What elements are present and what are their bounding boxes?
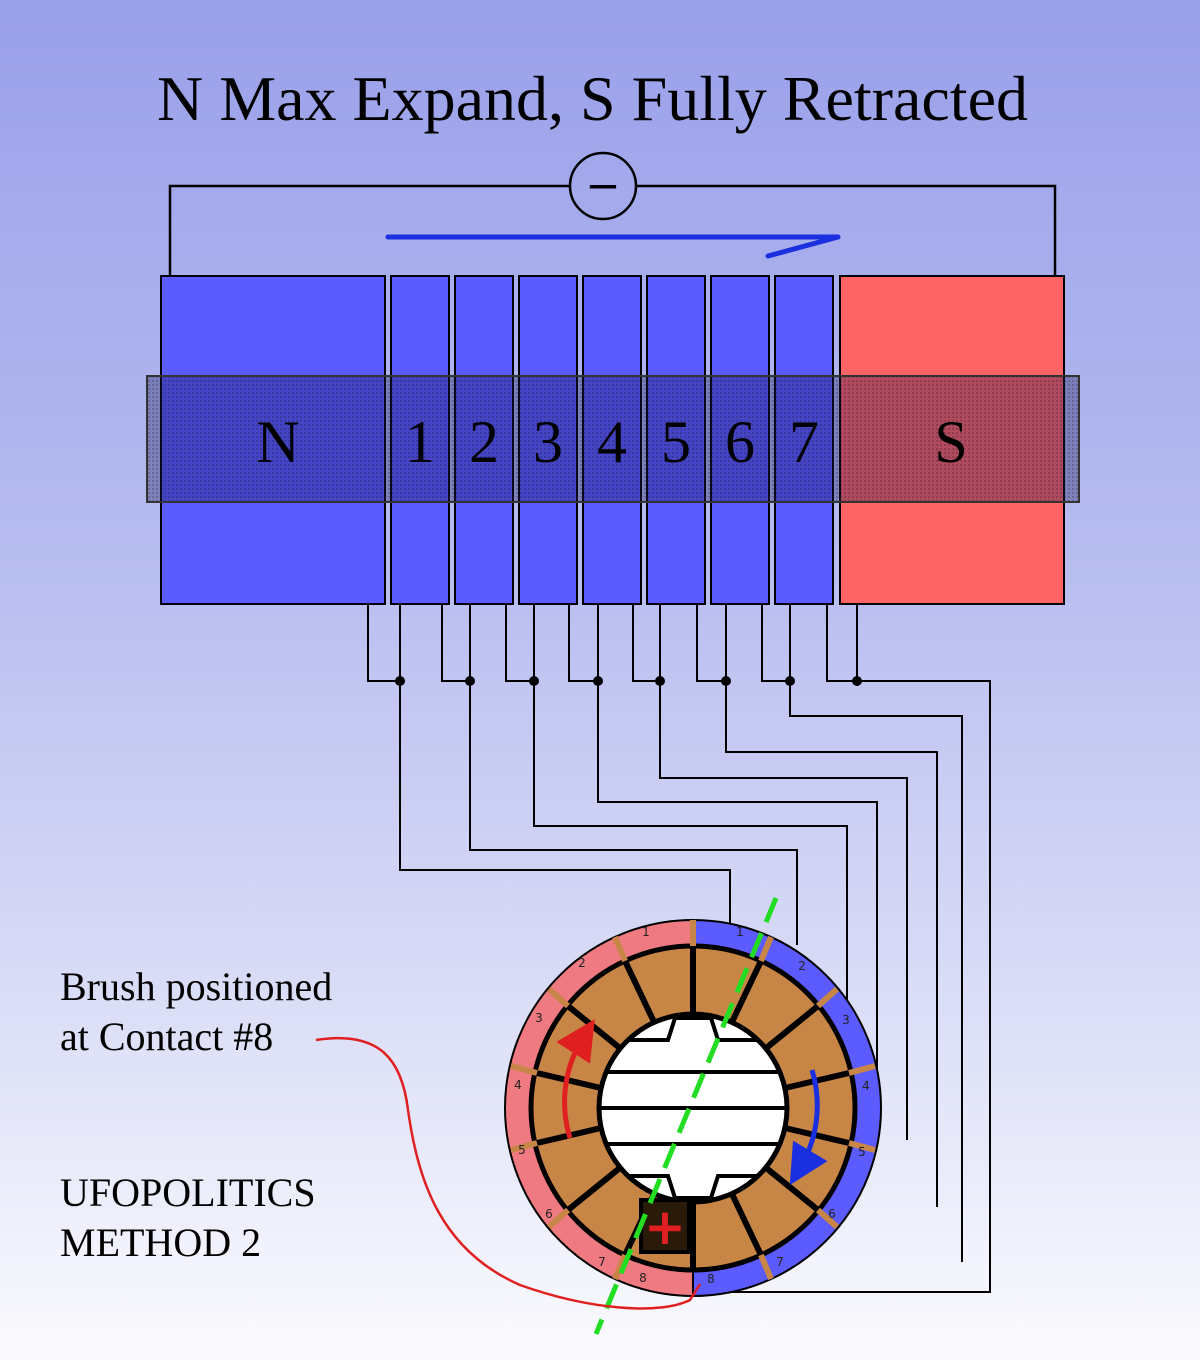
brush-alignment-line — [593, 897, 779, 1335]
coil-label-5: 5 — [661, 409, 691, 475]
coil-label-6: 6 — [725, 409, 755, 475]
supply-loop — [168, 184, 1057, 276]
coil-label-4: 4 — [597, 409, 627, 475]
coil-label-2: 2 — [469, 409, 499, 475]
coil-label-7: 7 — [789, 409, 819, 475]
right-seg-num-1: 1 — [736, 925, 744, 939]
brush-position-note: Brush positioned at Contact #8 — [60, 964, 333, 1059]
left-seg-num-5: 5 — [518, 1143, 526, 1157]
core-bar — [146, 375, 1080, 503]
right-seg-num-6: 6 — [828, 1207, 836, 1221]
left-seg-num-7: 7 — [598, 1255, 606, 1269]
diagram-title: N Max Expand, S Fully Retracted — [157, 63, 1028, 134]
commutator-hub — [600, 1016, 786, 1200]
left-seg-num-3: 3 — [535, 1011, 543, 1025]
brush: + — [639, 1198, 691, 1256]
left-seg-num-1: 1 — [642, 925, 650, 939]
coil-label-1: 1 — [405, 409, 435, 475]
south-label: S — [934, 409, 967, 475]
coil-label-3: 3 — [533, 409, 563, 475]
brush-callout-line — [315, 1036, 702, 1310]
junction-dots — [395, 676, 862, 686]
current-direction-arrow — [385, 234, 841, 259]
commutator-feed-wires — [399, 680, 991, 1293]
right-seg-num-4: 4 — [862, 1079, 870, 1093]
cw-rotation-arrow — [789, 1069, 828, 1186]
bottom-seg-num-8a: 8 — [639, 1271, 647, 1285]
ccw-rotation-arrow — [556, 1019, 595, 1139]
right-seg-num-3: 3 — [842, 1013, 850, 1027]
commutator: 1 2 3 4 5 6 7 1 2 3 4 5 6 7 8 8 + — [504, 918, 882, 1298]
right-seg-num-2: 2 — [798, 959, 806, 973]
junction-wires — [367, 604, 858, 682]
bottom-seg-num-8b: 8 — [707, 1272, 715, 1286]
brush-plus-symbol: + — [644, 1198, 686, 1256]
left-seg-num-4: 4 — [514, 1078, 522, 1092]
left-seg-num-6: 6 — [545, 1207, 553, 1221]
left-seg-num-2: 2 — [578, 956, 586, 970]
right-seg-num-7: 7 — [776, 1255, 784, 1269]
supply-minus-label: − — [585, 161, 620, 210]
method-label: UFOPOLITICS METHOD 2 — [60, 1170, 316, 1265]
ring-dividers — [510, 920, 876, 1281]
supply-symbol: − — [568, 151, 638, 221]
north-label: N — [256, 409, 299, 475]
right-seg-num-5: 5 — [858, 1145, 866, 1159]
